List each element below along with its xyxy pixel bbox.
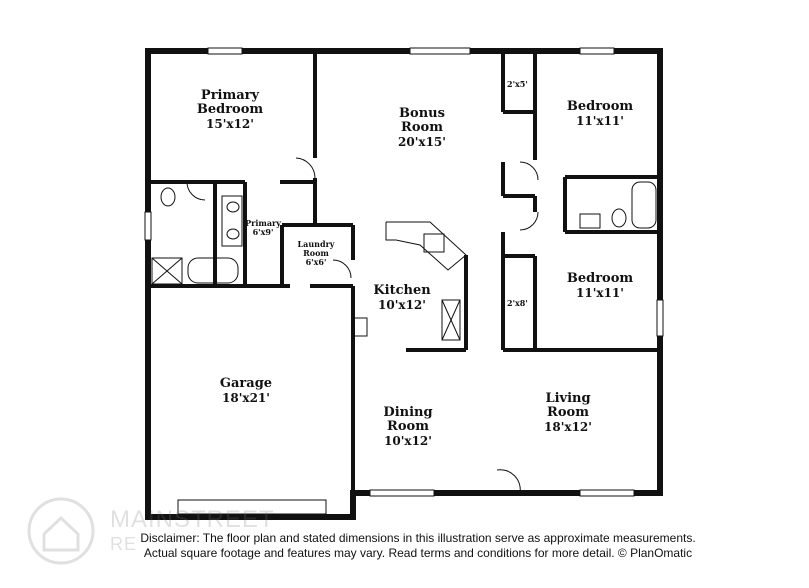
room-dimension: 18'x12' — [544, 420, 592, 434]
room-bedroom-1: Bedroom 11'x11' — [550, 99, 650, 129]
room-name: Living — [545, 391, 591, 406]
room-living: Living Room 18'x12' — [518, 391, 618, 435]
interior-walls — [148, 51, 660, 493]
room-dimension: 18'x21' — [222, 391, 270, 405]
room-dimension: 10'x12' — [384, 434, 432, 448]
room-name: Room — [303, 248, 329, 258]
watermark-subtext: RE — [110, 534, 138, 554]
room-name: Bedroom — [196, 102, 264, 117]
room-name: Bedroom — [566, 271, 634, 286]
watermark-logo: MAINSTREET RE — [26, 492, 316, 572]
room-name: Bedroom — [566, 99, 634, 114]
room-dimension: 20'x15' — [398, 135, 446, 149]
windows — [144, 47, 664, 497]
disclaimer-line-1: Disclaimer: The floor plan and stated di… — [140, 531, 696, 545]
room-name: Primary — [245, 218, 281, 228]
room-name: Room — [387, 419, 429, 434]
room-primary-bedroom: Primary Bedroom 15'x12' — [180, 88, 280, 132]
room-dimension: 11'x11' — [576, 114, 624, 128]
room-name: Laundry — [297, 239, 335, 249]
room-dimension: 11'x11' — [576, 286, 624, 300]
fixtures — [151, 157, 657, 515]
room-name: Primary — [200, 88, 260, 103]
room-name: Dining — [383, 405, 433, 420]
disclaimer: Disclaimer: The floor plan and stated di… — [118, 531, 718, 561]
room-primary-closet: Primary 6'x9' — [243, 219, 283, 237]
room-name: Room — [401, 120, 443, 135]
room-name: Room — [547, 405, 589, 420]
room-dining: Dining Room 10'x12' — [358, 405, 458, 449]
watermark-text: MAINSTREET — [110, 506, 275, 533]
room-dimension: 15'x12' — [206, 117, 254, 131]
closet-side-label: 2'x8' — [507, 298, 528, 308]
room-dimension: 10'x12' — [378, 298, 426, 312]
room-name: Garage — [219, 376, 273, 391]
room-dimension: 6'x9' — [252, 227, 274, 237]
house-icon — [27, 497, 95, 565]
room-bonus: Bonus Room 20'x15' — [372, 106, 472, 150]
room-laundry: Laundry Room 6'x6' — [290, 240, 342, 267]
room-kitchen: Kitchen 10'x12' — [357, 283, 447, 313]
room-name: Kitchen — [373, 283, 431, 298]
disclaimer-line-2: Actual square footage and features may v… — [143, 546, 693, 560]
room-dimension: 6'x6' — [305, 257, 327, 267]
room-name: Bonus — [399, 106, 445, 121]
closet-top-label: 2'x5' — [507, 79, 528, 89]
room-bedroom-2: Bedroom 11'x11' — [550, 271, 650, 301]
room-garage: Garage 18'x21' — [196, 376, 296, 406]
